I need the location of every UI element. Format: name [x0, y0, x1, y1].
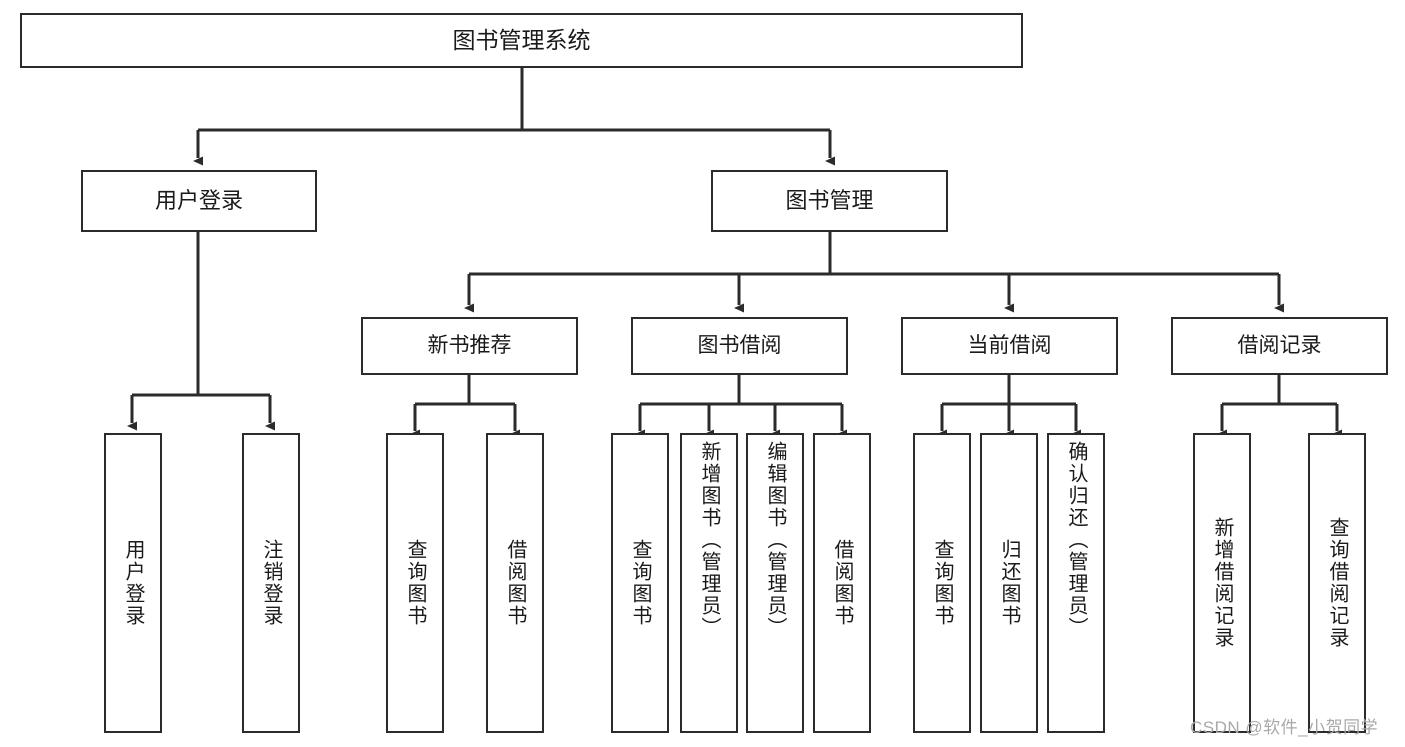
leaf-borrow-record-query-record-label: 查询借阅记录 [1326, 517, 1348, 649]
leaf-new-book-borrow-books-label: 借阅图书 [504, 539, 526, 627]
leaf-current-borrow-confirm-return-admin[interactable]: 确认归还（管理员） [1047, 433, 1105, 733]
leaf-book-borrow-borrow-books-label: 借阅图书 [831, 539, 853, 627]
node-current-borrow-label: 当前借阅 [967, 333, 1052, 357]
node-user-login[interactable]: 用户登录 [81, 170, 317, 232]
leaf-current-borrow-query-books[interactable]: 查询图书 [913, 433, 971, 733]
node-book-borrow-label: 图书借阅 [697, 333, 782, 357]
leaf-new-book-query-books-label: 查询图书 [404, 539, 426, 627]
node-new-book-recommendation-label: 新书推荐 [427, 333, 512, 357]
leaf-user-login-sign-out-label: 注销登录 [260, 539, 282, 627]
leaf-user-login-sign-in[interactable]: 用户登录 [104, 433, 162, 733]
node-user-login-label: 用户登录 [154, 188, 243, 214]
csdn-watermark: CSDN @软件_小贺同学 [1190, 718, 1379, 737]
node-borrow-record-label: 借阅记录 [1237, 333, 1322, 357]
node-book-borrow[interactable]: 图书借阅 [631, 317, 848, 375]
leaf-user-login-sign-in-label: 用户登录 [122, 539, 144, 627]
node-root-label: 图书管理系统 [452, 27, 591, 54]
leaf-book-borrow-borrow-books[interactable]: 借阅图书 [813, 433, 871, 733]
leaf-current-borrow-query-books-label: 查询图书 [931, 539, 953, 627]
leaf-book-borrow-query-books-label: 查询图书 [629, 539, 651, 627]
leaf-current-borrow-return-books[interactable]: 归还图书 [980, 433, 1038, 733]
node-current-borrow[interactable]: 当前借阅 [901, 317, 1118, 375]
leaf-current-borrow-confirm-return-admin-label: 确认归还（管理员） [1065, 441, 1087, 639]
node-book-management[interactable]: 图书管理 [711, 170, 948, 232]
leaf-book-borrow-edit-book-admin-label: 编辑图书（管理员） [764, 441, 786, 639]
node-new-book-recommendation[interactable]: 新书推荐 [361, 317, 578, 375]
leaf-book-borrow-edit-book-admin[interactable]: 编辑图书（管理员） [746, 433, 804, 733]
leaf-book-borrow-query-books[interactable]: 查询图书 [611, 433, 669, 733]
leaf-current-borrow-return-books-label: 归还图书 [998, 539, 1020, 627]
leaf-book-borrow-add-book-admin[interactable]: 新增图书（管理员） [680, 433, 738, 733]
node-borrow-record[interactable]: 借阅记录 [1171, 317, 1388, 375]
leaf-new-book-borrow-books[interactable]: 借阅图书 [486, 433, 544, 733]
leaf-borrow-record-add-record[interactable]: 新增借阅记录 [1193, 433, 1251, 733]
leaf-user-login-sign-out[interactable]: 注销登录 [242, 433, 300, 733]
leaf-book-borrow-add-book-admin-label: 新增图书（管理员） [698, 441, 720, 639]
leaf-borrow-record-query-record[interactable]: 查询借阅记录 [1308, 433, 1366, 733]
node-book-management-label: 图书管理 [785, 188, 874, 214]
leaf-borrow-record-add-record-label: 新增借阅记录 [1211, 517, 1233, 649]
leaf-new-book-query-books[interactable]: 查询图书 [386, 433, 444, 733]
node-root-book-management-system[interactable]: 图书管理系统 [20, 13, 1023, 68]
